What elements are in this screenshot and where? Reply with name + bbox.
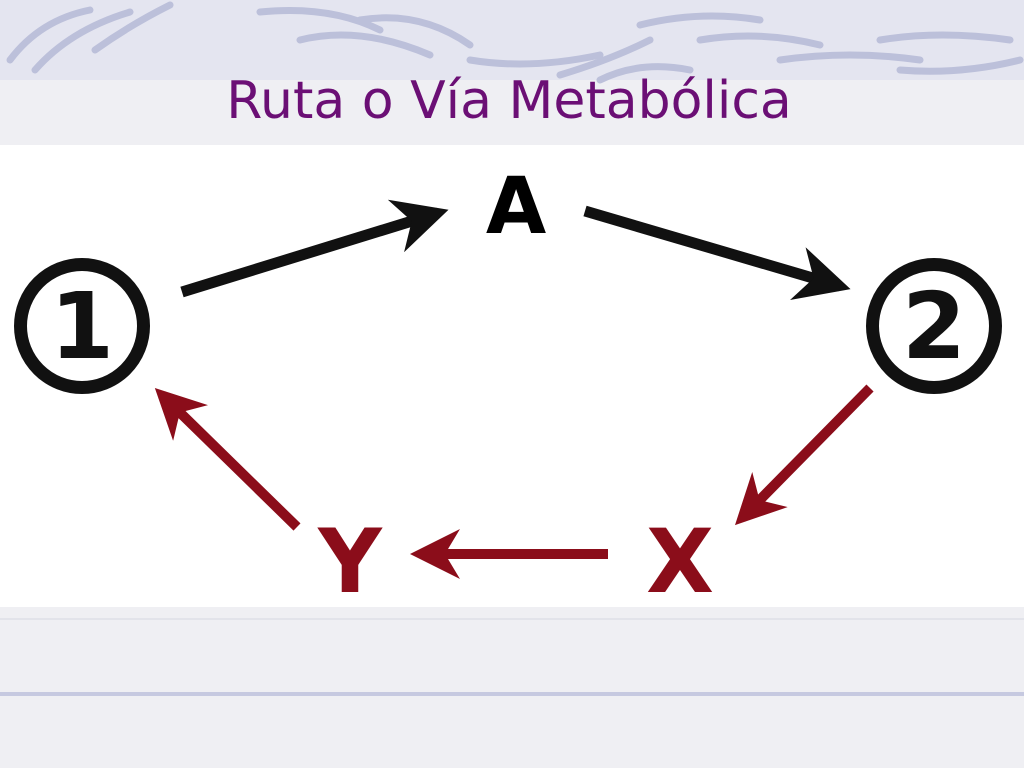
arrow-a-to-2 (583, 205, 851, 300)
arrow-1-to-a (180, 199, 449, 298)
slide-title: Ruta o Vía Metabólica (226, 71, 792, 131)
node-2-label: 2 (901, 272, 966, 380)
diagram-panel (0, 145, 1024, 607)
node-y: Y (318, 510, 382, 613)
node-2: 2 (866, 258, 1002, 394)
node-x: X (646, 510, 714, 613)
node-1: 1 (14, 258, 150, 394)
decorative-swirls (6, 1, 1024, 84)
node-1-label: 1 (49, 272, 114, 380)
arrow-2-to-x (734, 384, 874, 526)
arrow-y-to-1 (154, 388, 301, 531)
node-a: A (485, 162, 547, 252)
